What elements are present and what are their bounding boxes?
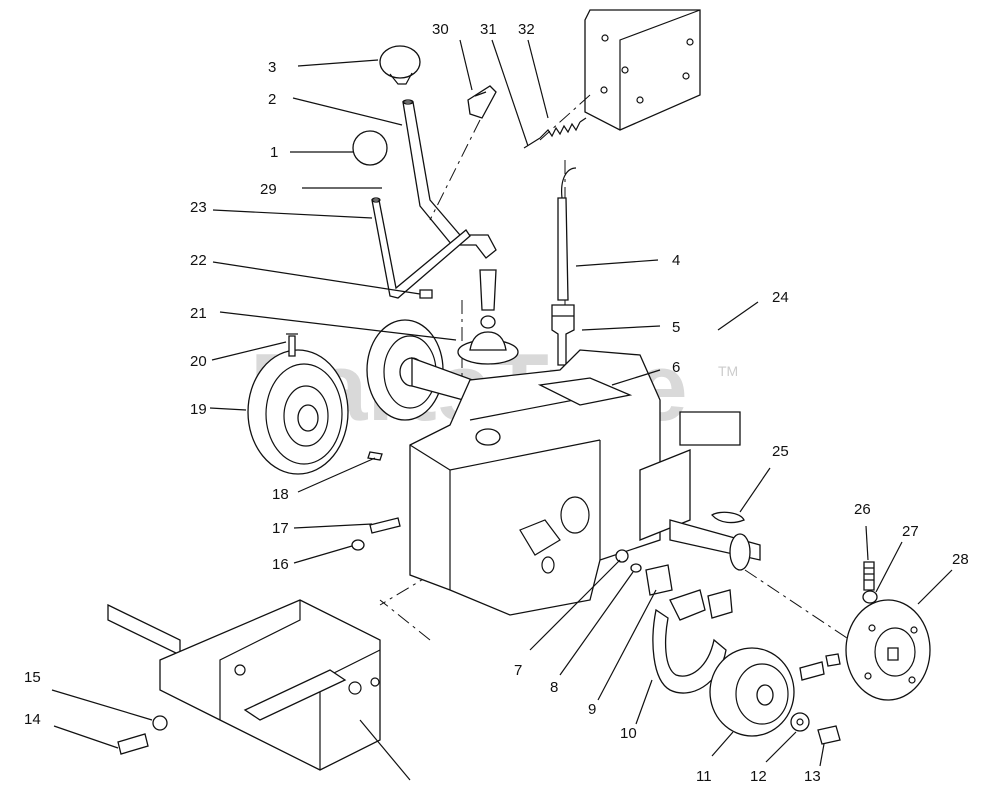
part-label-6: 6	[672, 359, 680, 376]
part-label-10: 10	[620, 725, 637, 742]
nut-27	[862, 590, 878, 604]
bolt-13	[817, 725, 841, 745]
part-label-32: 32	[518, 21, 535, 38]
part-label-3: 3	[268, 59, 276, 76]
part-label-23: 23	[190, 199, 207, 216]
part-label-27: 27	[902, 523, 919, 540]
bolt-17	[369, 517, 401, 534]
part-label-4: 4	[672, 252, 680, 269]
frame-bracket-top	[584, 9, 701, 131]
spring-32	[539, 117, 587, 139]
pulley-19	[247, 349, 349, 475]
part-label-16: 16	[272, 556, 289, 573]
key-25	[711, 511, 745, 524]
nut-16	[351, 539, 365, 551]
bolt-14	[117, 733, 149, 755]
plug-7	[615, 549, 629, 563]
part-label-20: 20	[190, 353, 207, 370]
shift-knob-3	[379, 45, 421, 85]
washer-15	[152, 715, 168, 731]
washer-12	[790, 712, 810, 732]
part-label-25: 25	[772, 443, 789, 460]
key-18	[367, 451, 383, 461]
knob-1	[352, 130, 388, 166]
shift-lever-2	[402, 99, 497, 259]
bolt-26	[863, 561, 875, 591]
part-label-11: 11	[696, 768, 712, 785]
watermark-trademark: TM	[718, 363, 738, 379]
part-label-22: 22	[190, 252, 207, 269]
part-label-7: 7	[514, 662, 522, 679]
part-label-26: 26	[854, 501, 871, 518]
nut-8	[630, 563, 642, 573]
cable-4	[557, 167, 577, 301]
part-label-21: 21	[190, 305, 207, 322]
decal-24	[679, 411, 741, 446]
part-label-31: 31	[480, 21, 497, 38]
shift-boot-21	[457, 269, 519, 365]
part-label-2: 2	[268, 91, 276, 108]
part-label-13: 13	[804, 768, 821, 785]
part-label-12: 12	[750, 768, 767, 785]
part-label-30: 30	[432, 21, 449, 38]
leader-lines	[51, 39, 953, 767]
part-label-14: 14	[24, 711, 41, 728]
bracket-9	[645, 564, 673, 596]
screw-20	[286, 333, 298, 357]
part-label-17: 17	[272, 520, 289, 537]
part-label-18: 18	[272, 486, 289, 503]
part-label-1: 1	[270, 144, 278, 161]
part-label-15: 15	[24, 669, 41, 686]
part-label-5: 5	[672, 319, 680, 336]
brake-band-10	[652, 589, 733, 694]
part-label-28: 28	[952, 551, 969, 568]
pin-22	[419, 289, 433, 299]
part-label-9: 9	[588, 701, 596, 718]
lever-23	[371, 197, 471, 299]
bracket-30	[467, 85, 497, 119]
part-labels: 1 2 3 4 5 6 7 8 9 10 11 12 13 14 15 16 1…	[24, 21, 969, 785]
part-label-29: 29	[260, 181, 277, 198]
link-31	[523, 137, 541, 149]
part-label-24: 24	[772, 289, 789, 306]
transmission-housing	[409, 349, 761, 616]
lower-frame	[107, 599, 411, 781]
part-label-8: 8	[550, 679, 558, 696]
stud	[799, 653, 841, 681]
brake-drum-11	[709, 647, 795, 737]
hub-28	[845, 599, 931, 701]
part-label-19: 19	[190, 401, 207, 418]
